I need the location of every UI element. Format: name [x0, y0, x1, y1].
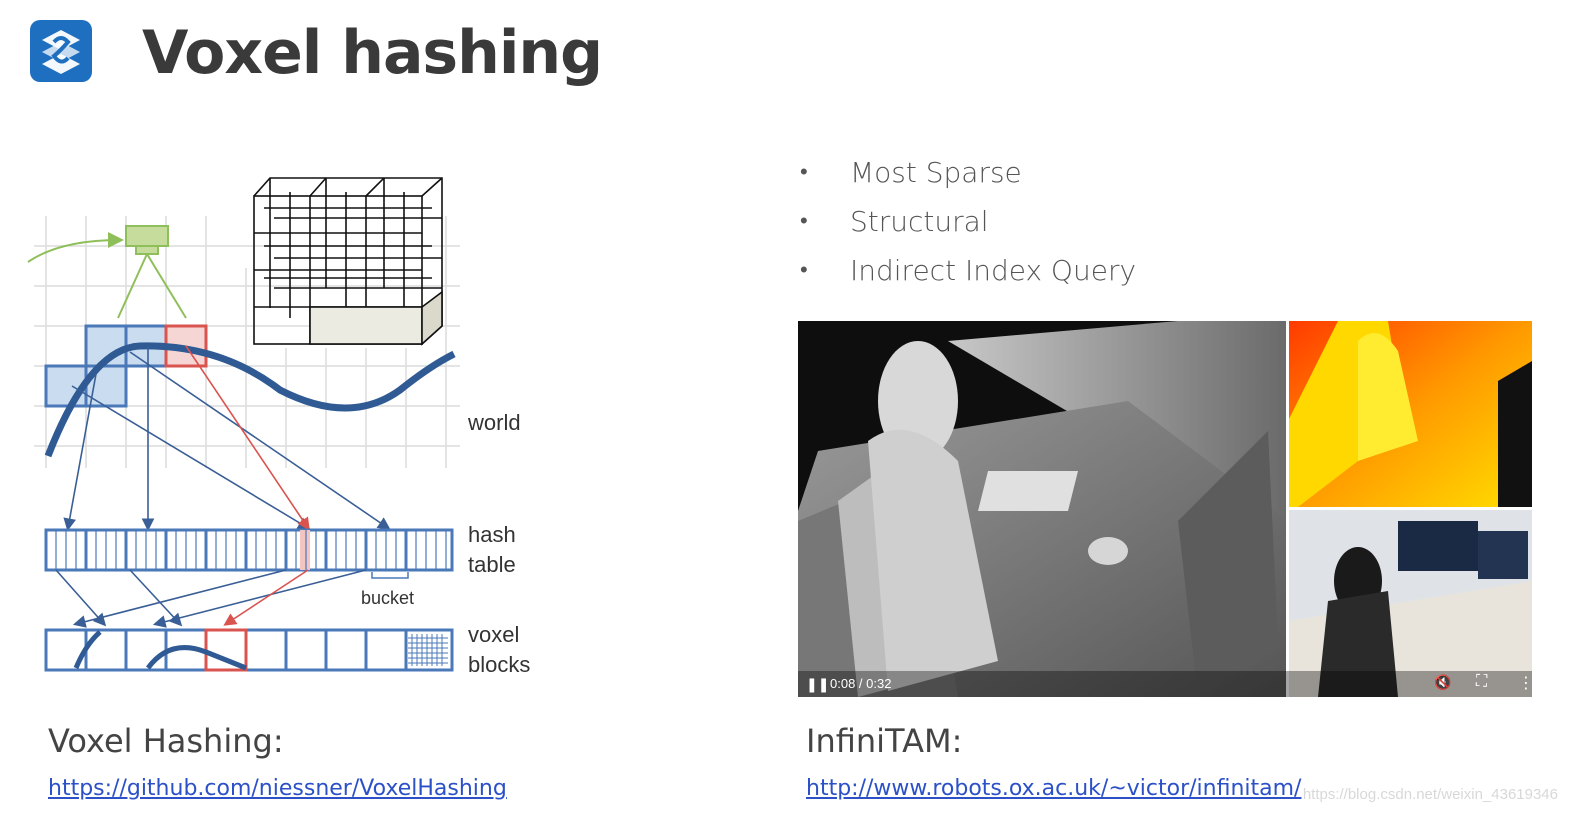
world-label: world [467, 410, 521, 435]
bullet-item: • Most Sparse [800, 150, 1136, 199]
infinitam-video-player[interactable]: ❚❚ 0:08 / 0:32 🔇 ⛶ ⋮ [798, 321, 1532, 697]
watermark: https://blog.csdn.net/weixin_43619346 [1302, 786, 1558, 803]
infinitam-link[interactable]: http://www.robots.ox.ac.uk/~victor/infin… [806, 776, 1302, 801]
voxel-hashing-link[interactable]: https://github.com/niessner/VoxelHashing [48, 776, 507, 801]
video-frame [798, 321, 1532, 697]
voxel-hashing-label: Voxel Hashing: [48, 722, 284, 760]
voxel-hashing-diagram: world hash table bucket voxel blocks [27, 177, 530, 677]
more-icon[interactable]: ⋮ [1518, 675, 1532, 692]
bullet-dot-icon: • [800, 258, 808, 283]
hash-label: hash [468, 522, 516, 547]
bullet-dot-icon: • [800, 160, 808, 185]
world-to-hash-arrows [63, 346, 391, 532]
bullet-item: • Structural [800, 199, 1136, 248]
bucket-label: bucket [361, 588, 414, 608]
bullet-text: Indirect Index Query [850, 254, 1137, 287]
surface-curve [44, 342, 456, 458]
bullet-item: • Indirect Index Query [800, 248, 1136, 297]
brand-logo-icon [30, 20, 92, 82]
bullet-text: Structural [850, 205, 989, 238]
voxel-detail-grid [408, 634, 448, 666]
camera-icon [27, 225, 187, 319]
slide-title: Voxel hashing [142, 18, 603, 88]
infinitam-label: InfiniTAM: [806, 722, 963, 760]
world-blocks [44, 324, 208, 408]
red-arrow [185, 345, 310, 531]
bullet-text: Most Sparse [850, 156, 1022, 189]
video-time: 0:08 / 0:32 [830, 676, 892, 691]
voxel-block-cube [253, 177, 443, 346]
feature-list: • Most Sparse • Structural • Indirect Index… [800, 150, 1136, 297]
bullet-dot-icon: • [800, 209, 808, 234]
table-label: table [468, 552, 516, 577]
hash-table [44, 528, 454, 579]
mute-icon[interactable]: 🔇 [1434, 674, 1452, 690]
blocks-label: blocks [468, 652, 530, 677]
fullscreen-icon[interactable]: ⛶ [1476, 673, 1488, 690]
voxel-blocks-row [44, 628, 454, 672]
pause-icon[interactable]: ❚❚ [806, 676, 830, 692]
voxel-label: voxel [468, 622, 519, 647]
hash-to-block-arrows [55, 569, 367, 628]
